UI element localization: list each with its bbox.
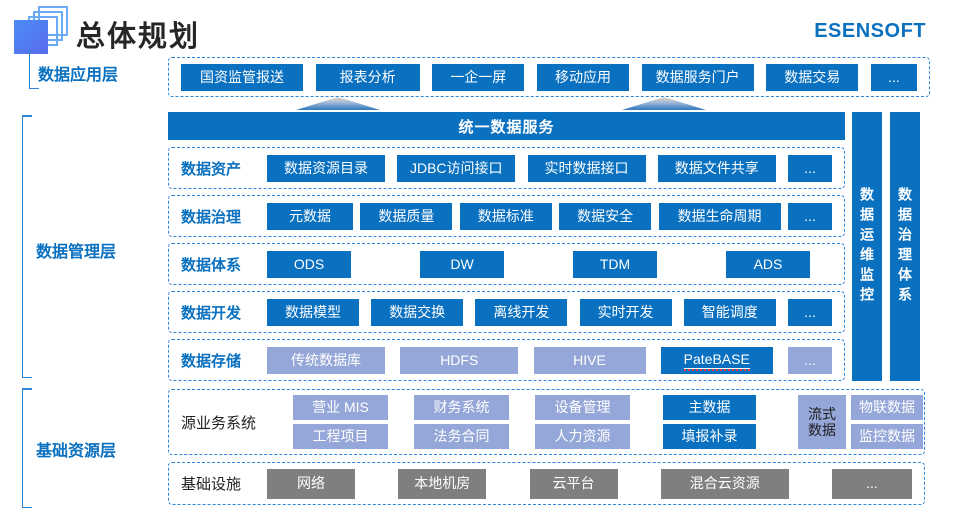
source-col-2: 设备管理人力资源 [535, 395, 630, 449]
source-systems-label: 源业务系统 [181, 414, 257, 432]
source-col-0-bottom: 工程项目 [293, 424, 388, 449]
row-0-item-1: JDBC访问接口 [397, 154, 516, 182]
row-1-item-2: 数据标准 [459, 202, 552, 230]
layer-label-resource: 基础资源层 [36, 443, 117, 460]
side-bar-ops-monitoring: 数据运维监控 [852, 112, 882, 381]
management-row-2: 数据体系 ODS DW TDM ADS [168, 243, 845, 285]
management-layer-bracket [22, 115, 32, 378]
source-col-3-bottom: 填报补录 [663, 424, 756, 449]
source-col-4-tall: 流式数据 [798, 395, 846, 449]
row-label-1: 数据治理 [181, 208, 242, 226]
resource-layer-bracket [22, 388, 32, 508]
app-layer-item-2: 一企一屏 [432, 63, 525, 91]
layer-label-application: 数据应用层 [38, 67, 119, 84]
source-col-1-top: 财务系统 [414, 395, 509, 420]
infrastructure-box: 基础设施 网络 本地机房 云平台 混合云资源... [168, 462, 925, 505]
source-col-5-bottom: 监控数据 [851, 424, 923, 449]
infrastructure-items: 网络 本地机房 云平台 混合云资源... [267, 468, 912, 499]
row-items-3: 数据模型数据交换离线开发实时开发智能调度... [267, 298, 832, 326]
management-row-1: 数据治理 元数据数据质量数据标准数据安全数据生命周期... [168, 195, 845, 237]
source-col-5-top: 物联数据 [851, 395, 923, 420]
row-1-item-3: 数据安全 [559, 202, 652, 230]
source-col-3: 主数据填报补录 [663, 395, 756, 449]
infra-item-3: 混合云资源 [660, 468, 789, 499]
row-3-item-1: 数据交换 [371, 298, 464, 326]
row-items-2: ODS DW TDM ADS [267, 250, 832, 278]
row-0-item-0: 数据资源目录 [267, 154, 385, 182]
row-label-3: 数据开发 [181, 304, 242, 322]
app-layer-item-3: 移动应用 [536, 63, 629, 91]
unified-data-service-bar: 统一数据服务 [168, 112, 845, 140]
app-layer-item-5: 数据交易 [766, 63, 859, 91]
row-0-item-4: ... [788, 154, 832, 182]
source-col-1: 财务系统法务合同 [414, 395, 509, 449]
esensoft-logo-icon [14, 6, 70, 56]
row-3-item-4: 智能调度 [683, 298, 776, 326]
row-items-1: 元数据数据质量数据标准数据安全数据生命周期... [267, 202, 832, 230]
row-4-item-0: 传统数据库 [267, 346, 385, 374]
row-2-item-3: ADS [726, 250, 810, 278]
management-row-3: 数据开发 数据模型数据交换离线开发实时开发智能调度... [168, 291, 845, 333]
management-row-4: 数据存储 传统数据库 HDFS HIVE PateBASE... [168, 339, 845, 381]
source-col-5: 物联数据监控数据 [851, 395, 923, 449]
row-4-item-1: HDFS [400, 346, 519, 374]
logo-filled-square [14, 20, 48, 54]
app-layer-connector-line [29, 50, 39, 89]
infrastructure-label: 基础设施 [181, 476, 242, 493]
up-arrow-icon [622, 97, 706, 110]
row-1-item-0: 元数据 [267, 202, 353, 230]
application-layer-items: 国资监管报送报表分析一企一屏移动应用数据服务门户数据交易... [181, 63, 917, 91]
row-4-item-3: PateBASE [660, 346, 773, 374]
source-col-2-bottom: 人力资源 [535, 424, 630, 449]
row-4-item-2: HIVE [533, 346, 646, 374]
row-0-item-3: 数据文件共享 [657, 154, 776, 182]
infra-item-4: ... [832, 468, 912, 499]
infra-item-2: 云平台 [529, 468, 618, 499]
source-col-0-top: 营业 MIS [293, 395, 388, 420]
row-2-item-2: TDM [573, 250, 657, 278]
row-3-item-5: ... [787, 298, 832, 326]
row-4-item-4: ... [788, 346, 832, 374]
row-items-0: 数据资源目录 JDBC访问接口实时数据接口数据文件共享... [267, 154, 832, 182]
app-layer-item-1: 报表分析 [315, 63, 420, 91]
layer-label-management: 数据管理层 [36, 244, 117, 261]
management-row-0: 数据资产 数据资源目录 JDBC访问接口实时数据接口数据文件共享... [168, 147, 845, 189]
row-1-item-4: 数据生命周期 [658, 202, 781, 230]
row-3-item-0: 数据模型 [267, 298, 359, 326]
row-label-2: 数据体系 [181, 256, 242, 274]
side-bar-governance-system: 数据治理体系 [890, 112, 920, 381]
row-label-4: 数据存储 [181, 352, 242, 370]
row-1-item-5: ... [787, 202, 832, 230]
row-3-item-2: 离线开发 [475, 298, 568, 326]
row-1-item-1: 数据质量 [360, 202, 453, 230]
row-items-4: 传统数据库 HDFS HIVE PateBASE... [267, 346, 832, 374]
app-layer-item-6: ... [870, 63, 917, 91]
row-3-item-3: 实时开发 [579, 298, 672, 326]
app-layer-item-4: 数据服务门户 [641, 63, 754, 91]
up-arrow-icon [296, 97, 380, 110]
row-0-item-2: 实时数据接口 [527, 154, 646, 182]
source-col-2-top: 设备管理 [535, 395, 630, 420]
row-2-item-1: DW [420, 250, 504, 278]
infra-item-1: 本地机房 [398, 468, 487, 499]
application-layer-box: 国资监管报送报表分析一企一屏移动应用数据服务门户数据交易... [168, 57, 930, 97]
row-4-item-3-underlined-text: PateBASE [683, 351, 750, 372]
row-label-0: 数据资产 [181, 160, 242, 178]
source-col-0: 营业 MIS 工程项目 [293, 395, 388, 449]
source-col-3-top: 主数据 [663, 395, 756, 420]
source-col-1-bottom: 法务合同 [414, 424, 509, 449]
infra-item-0: 网络 [267, 468, 355, 499]
page-title: 总体规划 [76, 21, 201, 53]
app-layer-item-0: 国资监管报送 [181, 63, 303, 91]
row-2-item-0: ODS [267, 250, 351, 278]
brand-wordmark: ESENSOFT [814, 20, 926, 42]
